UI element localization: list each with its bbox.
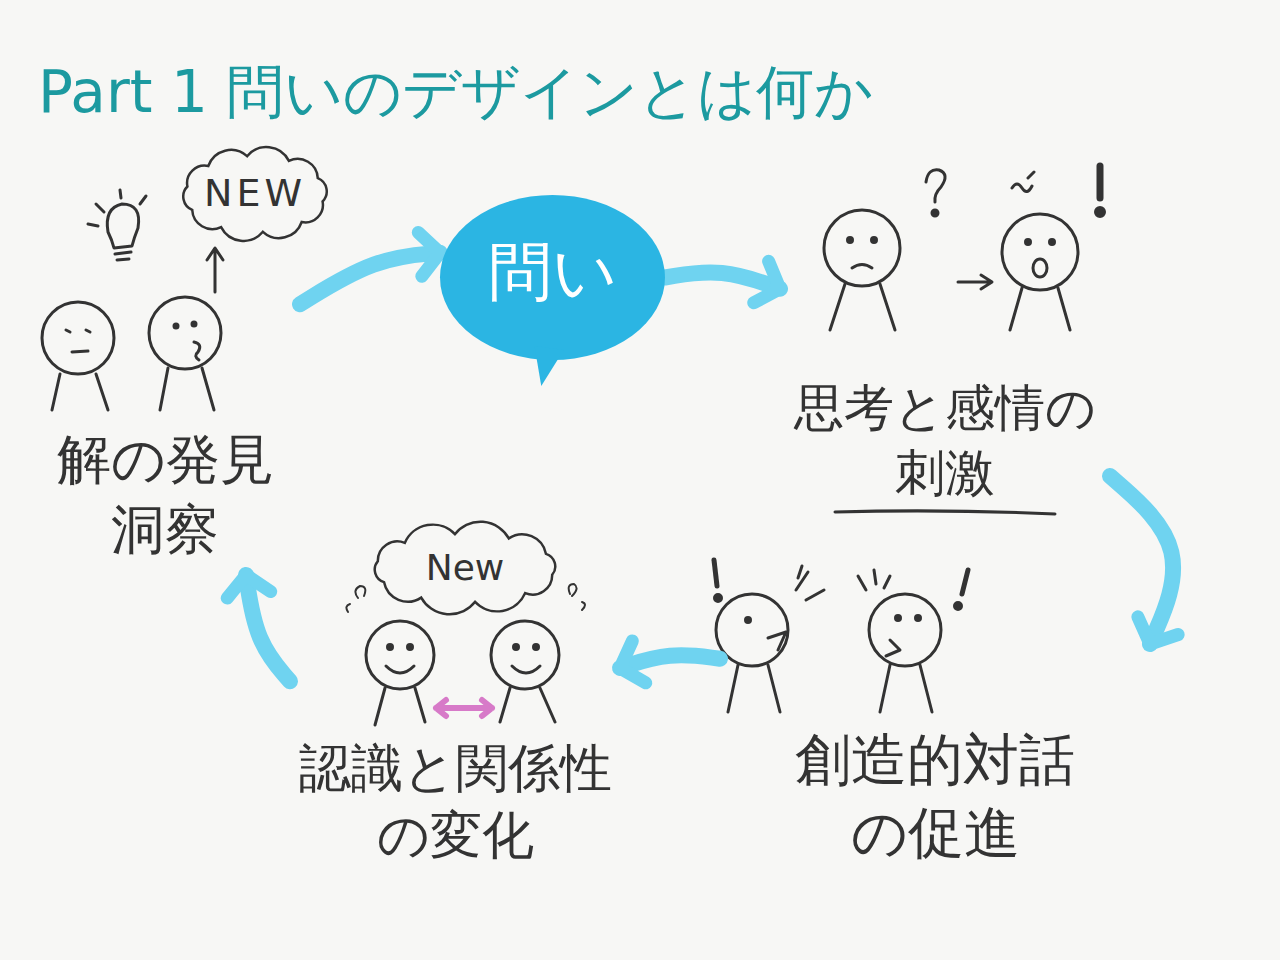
person-figure <box>746 618 751 623</box>
person-figure <box>830 284 895 330</box>
person-figure <box>500 688 555 722</box>
surprise-marks <box>962 570 968 594</box>
small-arrow <box>958 275 992 289</box>
surprise-marks <box>1012 172 1034 192</box>
relation-arrow <box>436 700 492 716</box>
person-figure <box>512 666 540 673</box>
question-mark <box>932 210 938 216</box>
person-figure <box>824 210 900 286</box>
small-arrow <box>958 275 992 289</box>
person-figure <box>1050 240 1055 245</box>
person-figure <box>366 621 434 725</box>
person-figure <box>1002 214 1078 290</box>
person-figure <box>491 621 559 722</box>
step-label: 創造的対話 の促進 <box>720 585 1150 880</box>
person-figure <box>52 374 108 410</box>
node-text: 認識と関係性 の変化 <box>296 735 614 870</box>
person-figure <box>880 665 932 712</box>
underline <box>835 511 1055 514</box>
person-figure <box>896 616 901 621</box>
flow-arrow <box>300 253 440 305</box>
node-text: 解の発見 洞察 <box>36 425 294 565</box>
light-bulb <box>107 204 138 248</box>
surprise-marks <box>858 570 890 590</box>
flow-arrow <box>246 575 290 681</box>
person-figure <box>149 297 221 410</box>
node-text: 問い <box>488 231 618 314</box>
person-figure <box>194 342 200 360</box>
person-figure <box>375 688 425 725</box>
question-mark <box>926 170 945 202</box>
person-figure <box>514 645 519 650</box>
step-label: 思考と感情の 刺激 <box>780 170 1110 530</box>
step-label: 認識と関係性 の変化 <box>290 615 620 880</box>
person-figure <box>491 621 559 689</box>
light-bulb <box>115 252 131 260</box>
person-figure <box>66 330 90 352</box>
person-figure <box>408 645 413 650</box>
person-figure <box>916 616 921 621</box>
relation-arrow <box>436 700 492 716</box>
bubble-tail <box>535 346 564 386</box>
thought-cloud: New <box>370 528 560 608</box>
surprise-marks <box>1097 166 1104 198</box>
person-figure <box>1026 240 1031 245</box>
person-figure <box>366 621 434 689</box>
person-figure <box>886 640 900 656</box>
person-figure <box>824 210 900 330</box>
question-mark <box>926 170 945 216</box>
flow-arrow <box>1110 476 1173 644</box>
person-figure <box>534 645 539 650</box>
person-figure <box>174 324 178 328</box>
node-text: 思考と感情の 刺激 <box>786 376 1104 506</box>
person-figure <box>848 238 853 243</box>
person-figure <box>42 302 114 410</box>
node-text: 創造的対話 の促進 <box>726 724 1144 870</box>
person-figure <box>1010 288 1070 330</box>
person-figure <box>728 665 780 712</box>
surprise-marks <box>1012 166 1105 217</box>
person-figure <box>869 594 941 666</box>
person-figure <box>1033 259 1047 277</box>
person-figure <box>869 594 941 712</box>
cloud-outline <box>375 522 555 615</box>
title: Part 1 問いのデザインとは何か <box>38 58 873 128</box>
person-figure <box>42 302 114 374</box>
small-arrow <box>207 248 223 292</box>
question-bubble: 問い <box>440 195 665 360</box>
surprise-marks <box>714 560 717 586</box>
flow-arrow <box>665 272 780 288</box>
bubble-body <box>440 195 665 360</box>
person-figure <box>872 238 877 243</box>
person-figure <box>160 368 214 410</box>
surprise-marks <box>858 570 968 610</box>
surprise-marks <box>1096 208 1105 217</box>
person-figure <box>1002 214 1078 330</box>
small-arrow <box>207 248 223 292</box>
thought-cloud: NEW <box>180 150 330 238</box>
light-bulb <box>88 190 146 226</box>
flow-arrow <box>620 655 720 668</box>
person-figure <box>388 645 393 650</box>
cloud-outline <box>183 147 326 241</box>
person-figure <box>192 322 196 326</box>
node-text: NEW <box>204 169 306 218</box>
surprise-marks <box>796 566 824 600</box>
person-figure <box>768 632 786 650</box>
surprise-marks <box>715 595 722 602</box>
person-figure <box>149 297 221 369</box>
surprise-marks <box>714 560 824 602</box>
person-figure <box>386 666 414 673</box>
person-figure <box>852 265 872 269</box>
light-bulb <box>88 190 146 260</box>
step-label: 解の発見 洞察 <box>30 290 300 575</box>
person-figure <box>716 594 788 712</box>
surprise-marks <box>955 603 962 610</box>
node-text: New <box>426 545 505 592</box>
